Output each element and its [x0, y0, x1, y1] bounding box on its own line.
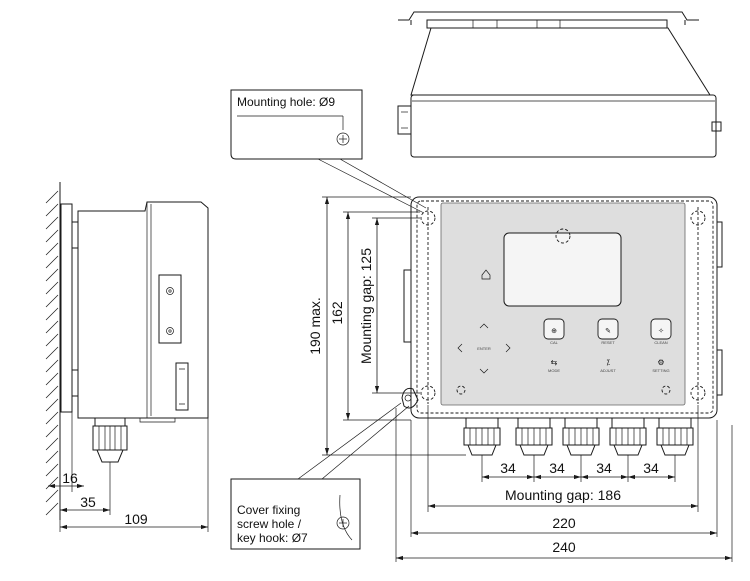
mounting-hole-top-left — [420, 210, 436, 226]
cal-label: CAL — [550, 340, 559, 345]
mode-icon: ⇆ — [551, 358, 558, 367]
top-view — [397, 11, 722, 158]
dim-mounting-gap-125: Mounting gap: 125 — [358, 248, 374, 364]
setting-icon: ⚙ — [657, 358, 664, 367]
screw-hole-bottom-left — [456, 385, 466, 395]
dim-109: 109 — [124, 511, 148, 527]
mounting-hole-top-right — [690, 210, 706, 226]
dim-220: 220 — [552, 515, 576, 531]
vertical-dimensions: 190 max. 162 Mounting gap: 125 — [307, 196, 466, 456]
arrow-up-icon — [479, 323, 489, 329]
mounting-hole-text: Mounting hole: Ø9 — [237, 95, 335, 109]
dim-240: 240 — [552, 539, 576, 555]
cover-screw-callout: Cover fixing screw hole / key hook: Ø7 — [230, 402, 410, 550]
dim-35: 35 — [80, 494, 96, 510]
clean-icon: ✧ — [658, 327, 664, 335]
dim-34-3: 34 — [596, 460, 612, 476]
clean-button[interactable] — [650, 318, 672, 340]
mounting-hole-callout: Mounting hole: Ø9 — [230, 89, 427, 214]
cal-icon: ⊕ — [551, 328, 557, 335]
horizontal-dimensions: 34 34 34 34 Mounting gap: 186 220 240 — [395, 405, 733, 562]
front-view: ENTER ⊕ ✎ ✧ CAL RESET CLEAN ⇆ ⁒ ⚙ MODE A… — [401, 196, 723, 456]
setting-label: SETTING — [652, 368, 669, 373]
dim-16: 16 — [62, 470, 78, 486]
home-icon — [481, 269, 491, 280]
reset-label: RESET — [601, 340, 615, 345]
dim-34-2: 34 — [549, 460, 565, 476]
cable-glands — [463, 417, 694, 456]
dim-190-max: 190 max. — [307, 297, 323, 355]
arrow-right-icon — [505, 343, 511, 353]
cover-text-line2: screw hole / — [237, 517, 302, 531]
side-view — [45, 182, 209, 520]
arrow-down-icon — [479, 368, 489, 374]
adjust-icon: ⁒ — [606, 358, 610, 367]
screw-hole-top — [555, 228, 571, 244]
mode-label: MODE — [548, 368, 560, 373]
dim-34-1: 34 — [500, 460, 516, 476]
side-dimensions: 16 35 109 — [48, 412, 209, 532]
dim-34-4: 34 — [643, 460, 659, 476]
arrow-left-icon — [457, 343, 463, 353]
enter-label: ENTER — [477, 346, 491, 351]
clean-label: CLEAN — [654, 340, 667, 345]
wall-hatching — [45, 190, 59, 516]
dim-162: 162 — [329, 301, 345, 325]
adjust-label: ADJUST — [600, 368, 616, 373]
screw-hole-bottom-right — [661, 385, 671, 395]
cal-button[interactable] — [543, 318, 565, 340]
cover-text-line1: Cover fixing — [237, 503, 300, 517]
reset-button[interactable] — [597, 318, 619, 340]
key-hook — [401, 387, 419, 409]
cover-text-line3: key hook: Ø7 — [237, 531, 308, 545]
reset-icon: ✎ — [605, 328, 611, 335]
mounting-hole-bottom-right — [690, 385, 706, 401]
mounting-hole-bottom-left — [420, 385, 436, 401]
dim-mounting-gap-186: Mounting gap: 186 — [505, 487, 621, 503]
